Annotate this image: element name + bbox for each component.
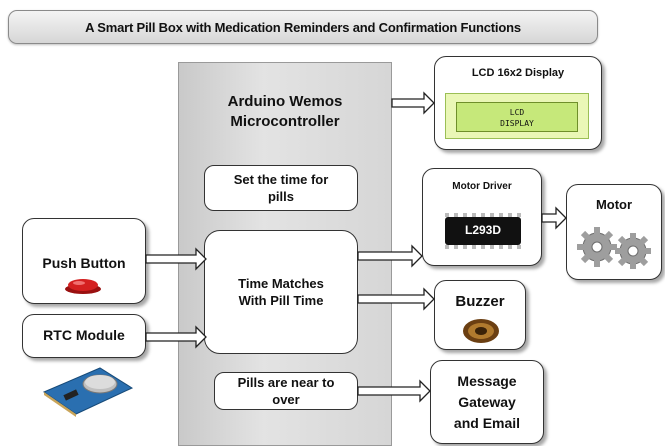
motor-driver-box: Motor Driver L293D	[422, 168, 542, 266]
message-line3: and Email	[453, 415, 521, 431]
lcd-display-box: LCD 16x2 Display LCD DISPLAY	[434, 56, 602, 150]
lcd-display-title: LCD 16x2 Display	[471, 67, 565, 79]
gears-icon	[577, 227, 651, 269]
l293d-chip-icon: L293D	[445, 213, 521, 249]
set-time-line2: pills	[267, 189, 294, 204]
buzzer-label: Buzzer	[455, 293, 505, 310]
lcd-screen-line2: DISPLAY	[500, 119, 534, 128]
set-time-box: Set the time for pills	[204, 165, 358, 211]
arrow-motor	[541, 206, 567, 230]
diagram-title-text: A Smart Pill Box with Medication Reminde…	[85, 19, 521, 35]
message-line2: Gateway	[458, 394, 516, 410]
lcd-board: LCD DISPLAY	[445, 93, 589, 139]
set-time-line1: Set the time for	[233, 172, 329, 187]
push-button-box: Push Button	[22, 218, 146, 304]
pills-near-line2: over	[272, 392, 300, 407]
arrow-motor-driver	[357, 244, 423, 268]
rtc-module-image-icon	[42, 367, 134, 417]
microcontroller-title-line1: Arduino Wemos	[227, 93, 343, 110]
arrow-lcd	[391, 91, 435, 115]
buzzer-speaker-icon	[463, 319, 499, 343]
rtc-module-label: RTC Module	[43, 327, 125, 343]
push-button-label: Push Button	[42, 255, 126, 271]
pills-near-box: Pills are near to over	[214, 372, 358, 410]
rtc-module-box: RTC Module	[22, 314, 146, 358]
motor-box: Motor	[566, 184, 662, 280]
microcontroller-title-line2: Microcontroller	[230, 113, 340, 130]
l293d-chip-label: L293D	[464, 223, 502, 237]
time-match-line2: With Pill Time	[238, 293, 324, 308]
microcontroller-title: Arduino Wemos Microcontroller	[178, 92, 392, 132]
time-match-box: Time Matches With Pill Time	[204, 230, 358, 354]
red-button-icon	[65, 279, 101, 294]
buzzer-box: Buzzer	[434, 280, 526, 350]
arrow-message	[357, 379, 431, 403]
message-gateway-box: Message Gateway and Email	[430, 360, 544, 444]
pills-near-line1: Pills are near to	[237, 375, 335, 390]
lcd-screen-line1: LCD	[509, 108, 525, 117]
arrow-push-button	[145, 247, 207, 271]
motor-label: Motor	[595, 197, 633, 212]
diagram-title: A Smart Pill Box with Medication Reminde…	[8, 10, 598, 44]
motor-driver-title: Motor Driver	[452, 181, 512, 192]
lcd-screen: LCD DISPLAY	[456, 102, 578, 132]
time-match-line1: Time Matches	[238, 276, 324, 291]
message-gateway-label: Message Gateway and Email	[431, 371, 543, 434]
arrow-buzzer	[357, 287, 435, 311]
message-line1: Message	[457, 373, 517, 389]
arrow-rtc-module	[145, 325, 207, 349]
